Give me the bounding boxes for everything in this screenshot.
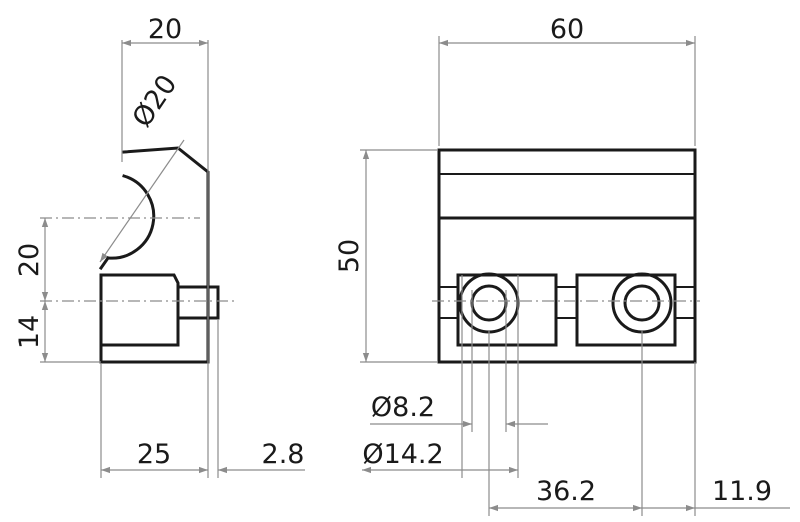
label-hole-small: Ø8.2: [371, 392, 435, 423]
label-hole-spacing: 36.2: [536, 476, 596, 507]
label-hole-edge: 11.9: [712, 476, 772, 507]
front-view: 60 50 Ø8.2 Ø14.2 36.2 11.9: [334, 14, 790, 516]
label-diameter-20: Ø20: [127, 70, 184, 133]
label-side-base-25: 25: [137, 439, 171, 470]
side-body-outline: [99, 146, 210, 364]
front-hole-left-inner: [470, 284, 508, 322]
label-side-height-20: 20: [14, 243, 45, 277]
side-view: 20 Ø20 20 14 25 2.8: [14, 14, 305, 478]
dim-leader-diameter-20: [99, 139, 185, 263]
label-side-offset-2-8: 2.8: [262, 439, 305, 470]
front-body-outline: [437, 148, 697, 364]
side-pin: [176, 285, 220, 320]
label-hole-large: Ø14.2: [362, 439, 443, 470]
front-clamp-block-right: [575, 273, 677, 347]
front-clamp-block-left: [456, 273, 558, 347]
front-hole-left-outer: [458, 272, 520, 334]
front-hole-right-outer: [611, 272, 673, 334]
front-hole-right-inner: [623, 284, 661, 322]
side-clamp-arc: [106, 174, 156, 260]
label-side-width: 20: [148, 14, 182, 45]
label-front-height: 50: [334, 239, 365, 273]
label-side-height-14: 14: [14, 315, 45, 349]
label-front-width: 60: [550, 14, 584, 45]
